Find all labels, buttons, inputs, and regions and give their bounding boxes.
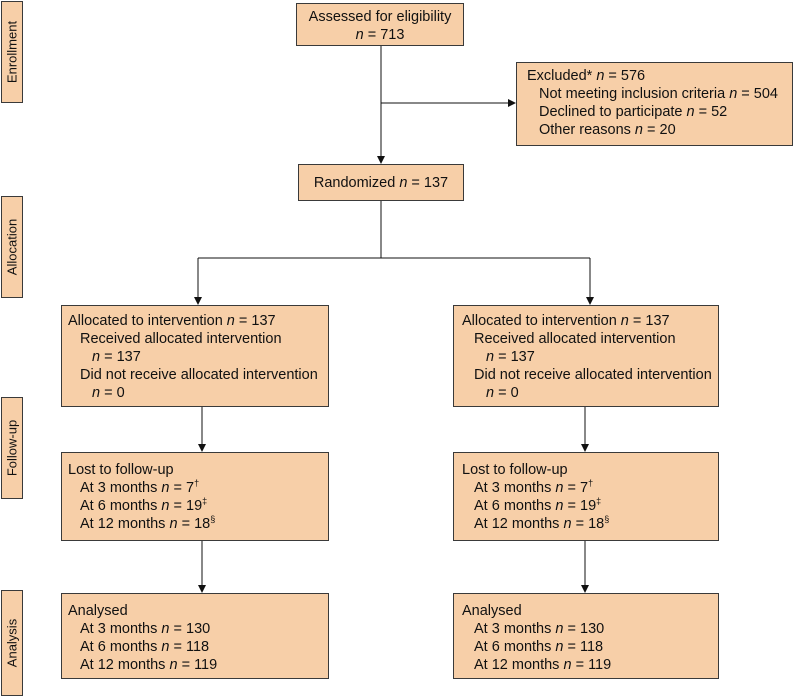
followup-box-left: Lost to follow-up At 3 months n = 7† At … <box>61 452 329 541</box>
allocation-box-right: Allocated to intervention n = 137 Receiv… <box>453 305 719 407</box>
excluded-box: Excluded* n = 576 Not meeting inclusion … <box>516 62 793 146</box>
followup-row: At 12 months n = 18§ <box>80 514 216 533</box>
followup-row: At 6 months n = 19‡ <box>474 496 602 515</box>
excluded-reason: Other reasons n = 20 <box>539 122 676 138</box>
not-received-label: Did not receive allocated intervention <box>474 367 712 383</box>
excluded-title: Excluded* n = 576 <box>527 68 646 84</box>
analysis-box-left: Analysed At 3 months n = 130 At 6 months… <box>61 593 329 679</box>
excluded-reason: Not meeting inclusion criteria n = 504 <box>539 86 778 102</box>
assessed-label: Assessed for eligibility <box>308 9 452 25</box>
followup-box-right: Lost to follow-up At 3 months n = 7† At … <box>453 452 719 541</box>
stage-allocation: Allocation <box>1 196 23 298</box>
allocation-box-left: Allocated to intervention n = 137 Receiv… <box>61 305 329 407</box>
assessed-count: n = 713 <box>355 27 405 43</box>
analysis-row: At 12 months n = 119 <box>80 657 218 673</box>
followup-row: At 12 months n = 18§ <box>474 514 610 533</box>
followup-title: Lost to follow-up <box>462 462 568 478</box>
not-received-count: n = 0 <box>92 385 125 401</box>
not-received-label: Did not receive allocated intervention <box>80 367 318 383</box>
analysis-title: Analysed <box>462 603 522 619</box>
received-count: n = 137 <box>92 349 141 365</box>
excluded-reason: Declined to participate n = 52 <box>539 104 728 120</box>
received-label: Received allocated intervention <box>474 331 676 347</box>
analysis-row: At 3 months n = 130 <box>474 621 605 637</box>
analysis-row: At 6 months n = 118 <box>474 639 604 655</box>
followup-row: At 3 months n = 7† <box>80 478 200 497</box>
stage-enrollment: Enrollment <box>1 1 23 103</box>
analysis-row: At 3 months n = 130 <box>80 621 211 637</box>
allocation-title: Allocated to intervention n = 137 <box>68 313 276 329</box>
stage-analysis: Analysis <box>1 590 23 696</box>
allocation-title: Allocated to intervention n = 137 <box>462 313 670 329</box>
not-received-count: n = 0 <box>486 385 519 401</box>
followup-row: At 3 months n = 7† <box>474 478 594 497</box>
assessed-box: Assessed for eligibility n = 713 <box>296 3 464 46</box>
randomized-box: Randomized n = 137 <box>298 164 464 201</box>
analysis-title: Analysed <box>68 603 128 619</box>
analysis-row: At 12 months n = 119 <box>474 657 612 673</box>
received-label: Received allocated intervention <box>80 331 282 347</box>
received-count: n = 137 <box>486 349 535 365</box>
stage-followup: Follow-up <box>1 397 23 499</box>
followup-row: At 6 months n = 19‡ <box>80 496 208 515</box>
analysis-box-right: Analysed At 3 months n = 130 At 6 months… <box>453 593 719 679</box>
randomized-label: Randomized n = 137 <box>313 175 449 191</box>
followup-title: Lost to follow-up <box>68 462 174 478</box>
analysis-row: At 6 months n = 118 <box>80 639 210 655</box>
